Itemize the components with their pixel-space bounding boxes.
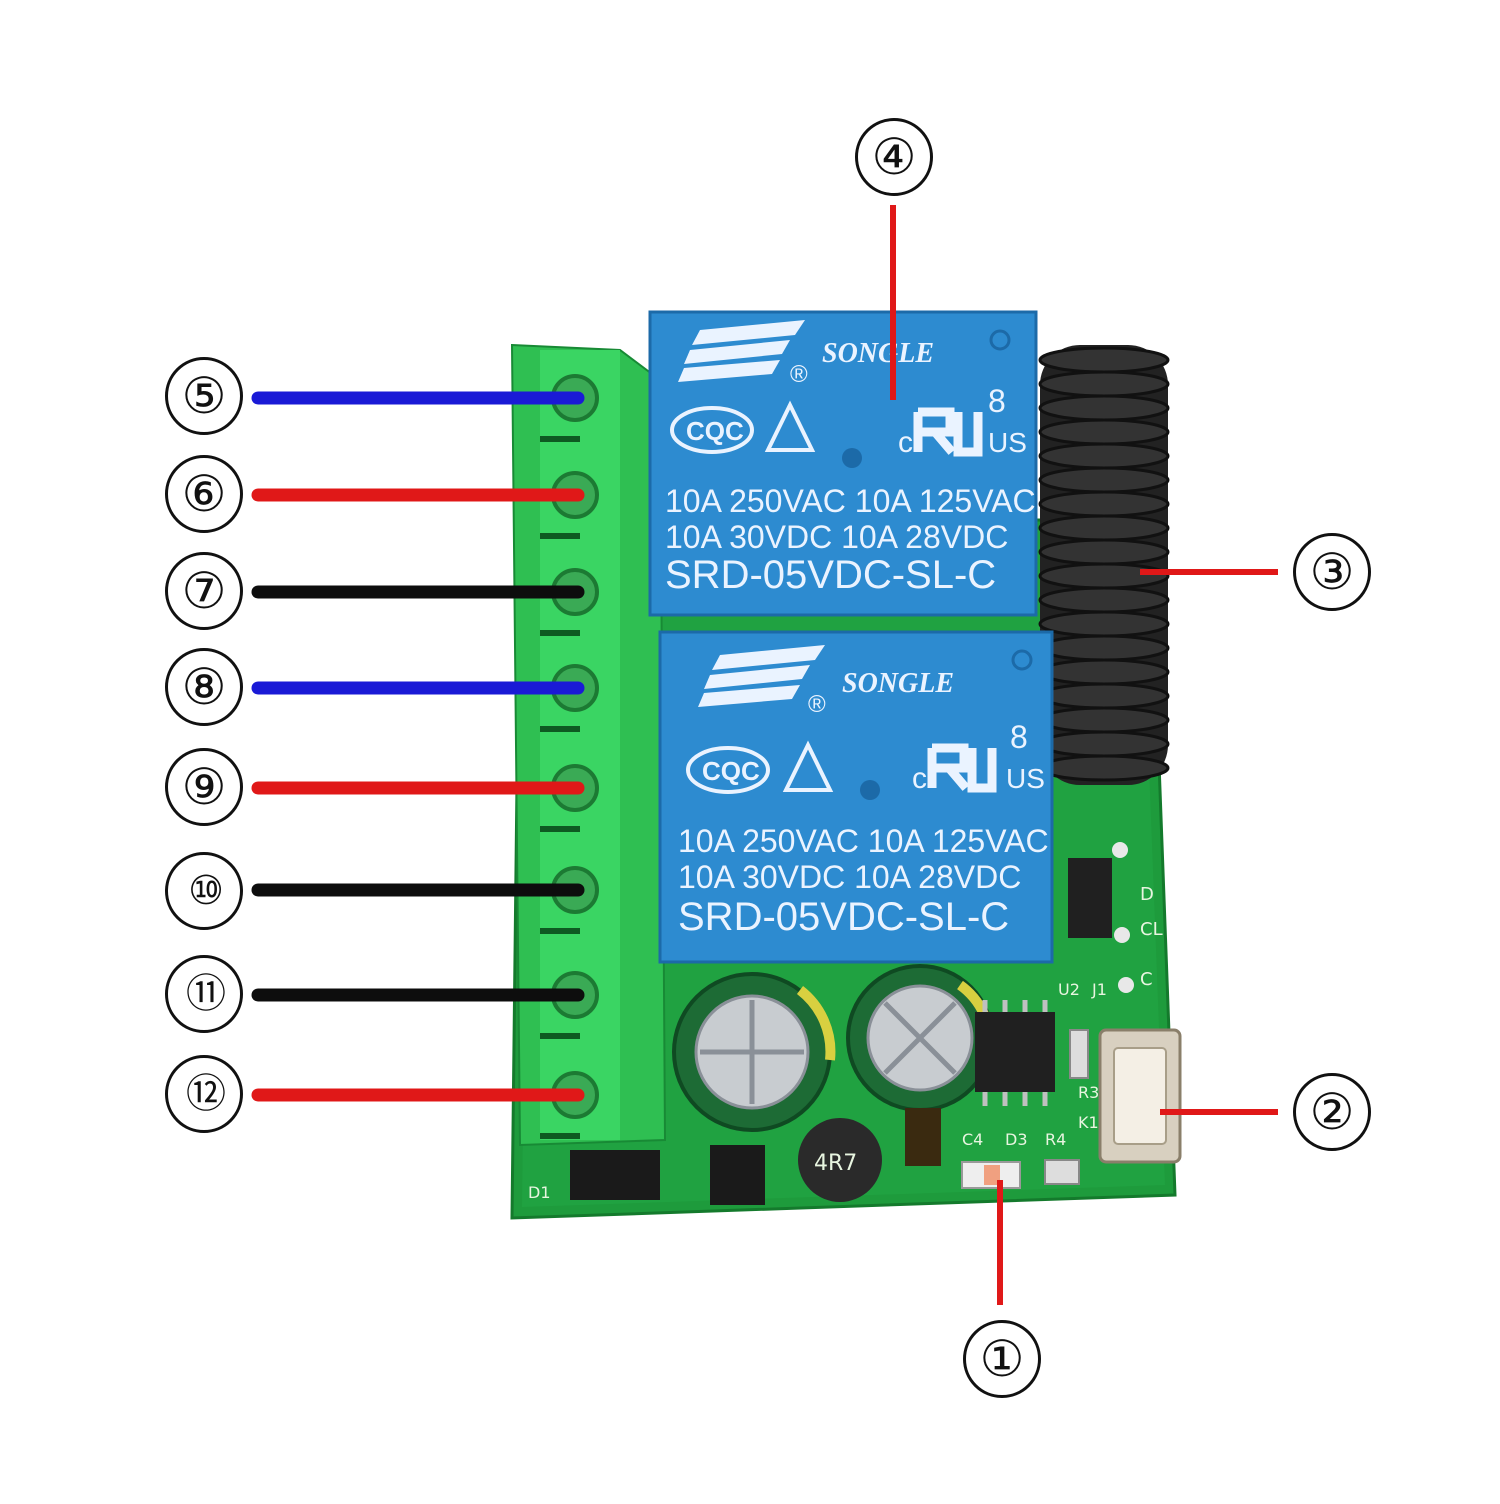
silk-u2: U2 <box>1058 980 1080 999</box>
silk-r4: R4 <box>1045 1130 1066 1149</box>
pairing-button[interactable] <box>1098 1028 1182 1164</box>
terminal-divider <box>540 726 580 732</box>
antenna-coil-turn <box>1038 442 1170 470</box>
antenna-coil-turn <box>1038 730 1170 758</box>
silk-c4: C4 <box>962 1130 983 1149</box>
relay-bottom-brand: SONGLE <box>842 668 954 699</box>
terminal-divider <box>540 436 580 442</box>
callout-1: ① <box>963 1320 1041 1398</box>
terminal-divider <box>540 533 580 539</box>
callout-11: ⑪ <box>165 955 243 1033</box>
antenna-coil-turn <box>1038 370 1170 398</box>
callout-6: ⑥ <box>165 455 243 533</box>
ic-chip-small <box>1068 858 1112 938</box>
ic-chip <box>975 1000 1055 1106</box>
terminal-divider <box>540 928 580 934</box>
antenna-coil-turn <box>1038 706 1170 734</box>
antenna-coil-turn <box>1038 538 1170 566</box>
terminal-divider <box>540 1133 580 1139</box>
relay-top-brand: SONGLE <box>822 338 934 369</box>
relay-top-model: SRD-05VDC-SL-C <box>665 553 996 597</box>
capacitor-right <box>846 964 996 1112</box>
relay-bottom-ul-us: US <box>1006 763 1045 794</box>
callout-3: ③ <box>1293 533 1371 611</box>
callout-10: ⑩ <box>165 852 243 930</box>
relay-top-registered: ® <box>790 361 808 388</box>
resistor <box>905 1108 941 1166</box>
callout-4: ④ <box>855 118 933 196</box>
callout-7: ⑦ <box>165 552 243 630</box>
terminal-divider <box>540 826 580 832</box>
relay-top-ul-us: US <box>988 427 1027 458</box>
relay-bottom-rating-1: 10A 250VAC 10A 125VAC <box>678 823 1049 859</box>
triangle-cert-icon <box>764 400 816 452</box>
silk-c: C <box>1140 969 1153 990</box>
silk-d1: D1 <box>528 1183 551 1202</box>
antenna-coil-turn <box>1038 514 1170 542</box>
antenna-coil-turn <box>1038 394 1170 422</box>
relay-bottom-registered: ® <box>808 691 826 718</box>
diode <box>570 1150 660 1200</box>
antenna-coil-turn <box>1038 346 1170 374</box>
silk-d3: D3 <box>1005 1130 1028 1149</box>
relay-bottom: SONGLE ® CQC c 8 US 10A 250VAC 10A 125VA… <box>658 630 1054 964</box>
antenna-coil-turn <box>1038 466 1170 494</box>
relay-top-ul-c: c <box>898 426 913 459</box>
antenna-coil-turn <box>1038 586 1170 614</box>
antenna-coil-turn <box>1038 682 1170 710</box>
capacitor-left <box>672 972 836 1132</box>
silk-k1: K1 <box>1078 1113 1099 1132</box>
callout-12: ⑫ <box>165 1055 243 1133</box>
triangle-cert-icon <box>782 740 834 792</box>
relay-top: SONGLE ® CQC c 8 US 10A 250VAC 10A 125VA… <box>648 310 1038 617</box>
antenna-coil-turn <box>1038 418 1170 446</box>
relay-top-rating-1: 10A 250VAC 10A 125VAC <box>665 483 1036 519</box>
callout-2: ② <box>1293 1073 1371 1151</box>
terminal-divider <box>540 1033 580 1039</box>
silk-d: D <box>1140 884 1154 905</box>
antenna-coil-turn <box>1038 562 1170 590</box>
led-indicator <box>961 1161 1021 1189</box>
relay-top-cqc: CQC <box>686 416 744 446</box>
relay-bottom-model: SRD-05VDC-SL-C <box>678 895 1009 939</box>
callout-leaders <box>890 205 1278 1305</box>
callout-8: ⑧ <box>165 648 243 726</box>
terminal-divider <box>540 630 580 636</box>
antenna-coil <box>1038 345 1170 785</box>
relay-top-rating-2: 10A 30VDC 10A 28VDC <box>665 519 1008 555</box>
antenna-coil-turn <box>1038 490 1170 518</box>
antenna-coil-turn <box>1038 754 1170 782</box>
antenna-coil-turn <box>1038 634 1170 662</box>
relay-bottom-cqc: CQC <box>702 756 760 786</box>
relay-bottom-ul-num: 8 <box>1010 719 1028 755</box>
smd-resistor <box>1044 1159 1080 1185</box>
callout-5: ⑤ <box>165 357 243 435</box>
antenna-coil-turn <box>1038 658 1170 686</box>
relay-top-ul-num: 8 <box>988 383 1006 419</box>
inductor-label: 4R7 <box>814 1151 857 1176</box>
silk-r3: R3 <box>1078 1083 1099 1102</box>
wires <box>251 391 585 1102</box>
relay-bottom-rating-2: 10A 30VDC 10A 28VDC <box>678 859 1021 895</box>
smd-part <box>1069 1029 1089 1079</box>
solder-pads <box>1112 842 1134 993</box>
inductor: 4R7 <box>798 1118 882 1202</box>
transistor <box>710 1145 765 1205</box>
ul-mark-icon <box>913 407 983 457</box>
callout-9: ⑨ <box>165 748 243 826</box>
silk-j1: J1 <box>1091 980 1107 999</box>
silk-cl: CL <box>1140 919 1163 940</box>
relay-bottom-ul-c: c <box>912 762 927 795</box>
ul-mark-icon <box>927 743 997 793</box>
antenna-coil-turn <box>1038 610 1170 638</box>
screw-terminal-block <box>510 343 667 1147</box>
